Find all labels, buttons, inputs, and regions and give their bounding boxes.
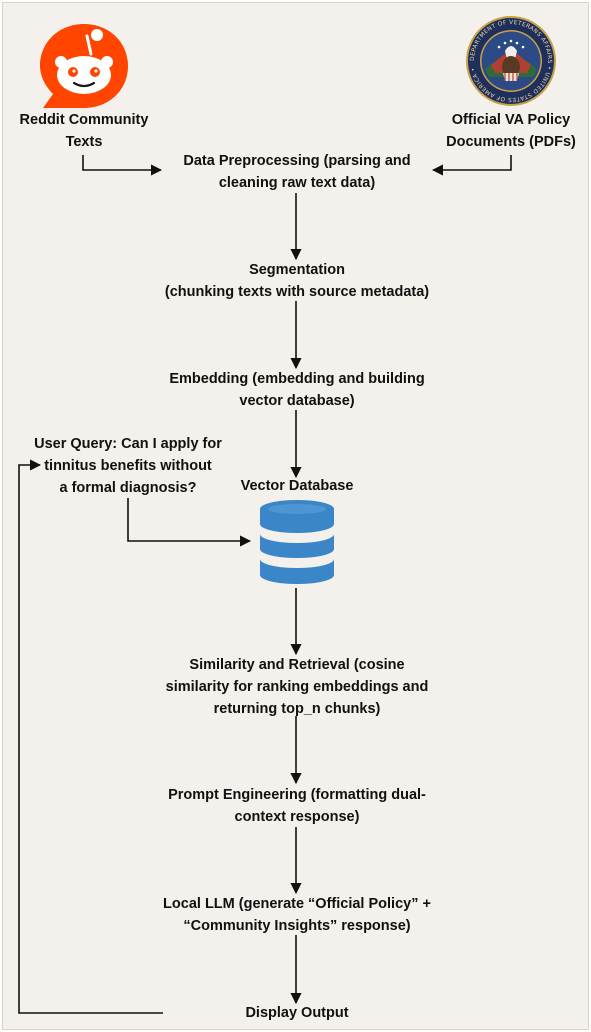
va-seal-icon: DEPARTMENT OF VETERANS AFFAIRS • UNITED … xyxy=(465,15,557,107)
database-icon xyxy=(258,499,336,587)
vector-database-label: Vector Database xyxy=(240,478,354,494)
query-to-vectordb-arrow xyxy=(127,498,252,547)
reddit-logo-icon xyxy=(37,20,131,112)
display-output-step: Display Output xyxy=(245,1005,349,1021)
va-to-preprocessing-arrow xyxy=(431,155,512,176)
segmentation-step: Segmentation(chunking texts with source … xyxy=(164,262,430,300)
output-feedback-loop-arrow xyxy=(18,459,163,1014)
prompt-engineering-step: Prompt Engineering (formatting dual-cont… xyxy=(168,787,426,825)
local-llm-step: Local LLM (generate “Official Policy” +“… xyxy=(163,896,431,934)
reddit-to-preprocessing-arrow xyxy=(82,155,163,176)
connector-layer xyxy=(18,155,512,1014)
